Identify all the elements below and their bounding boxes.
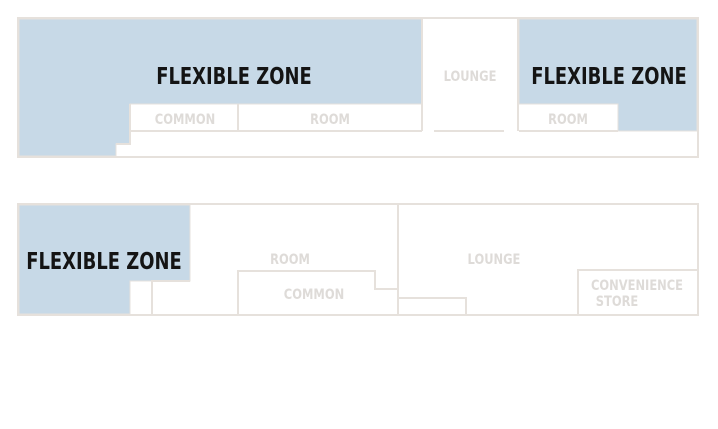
upper-corridor-step [116,131,131,145]
lower-lounge-label: LOUNGE [468,252,521,268]
lower-flexible-zone [18,204,191,315]
lower-convenience-label: CONVENIENCE [591,278,683,294]
upper-room-label-center: ROOM [310,112,350,128]
lower-store-label: STORE [596,294,639,310]
upper-room-label-right: ROOM [548,112,588,128]
lower-flexible-zone-label: FLEXIBLE ZONE [26,248,181,275]
upper-floor-outline [17,17,699,158]
upper-common-label: COMMON [155,112,215,128]
lower-interior-walls [151,204,698,314]
lower-floor-outline [17,203,699,316]
lower-common-label: COMMON [284,287,344,303]
lower-room-label: ROOM [270,252,310,268]
upper-flexible-zone-right-label: FLEXIBLE ZONE [531,63,686,90]
upper-flexible-zone-left-label: FLEXIBLE ZONE [156,63,311,90]
upper-lounge-label: LOUNGE [444,69,497,85]
upper-floor: FLEXIBLE ZONE FLEXIBLE ZONE LOUNGE COMMO… [17,17,699,158]
lower-floor: FLEXIBLE ZONE ROOM COMMON LOUNGE CONVENI… [17,203,699,316]
